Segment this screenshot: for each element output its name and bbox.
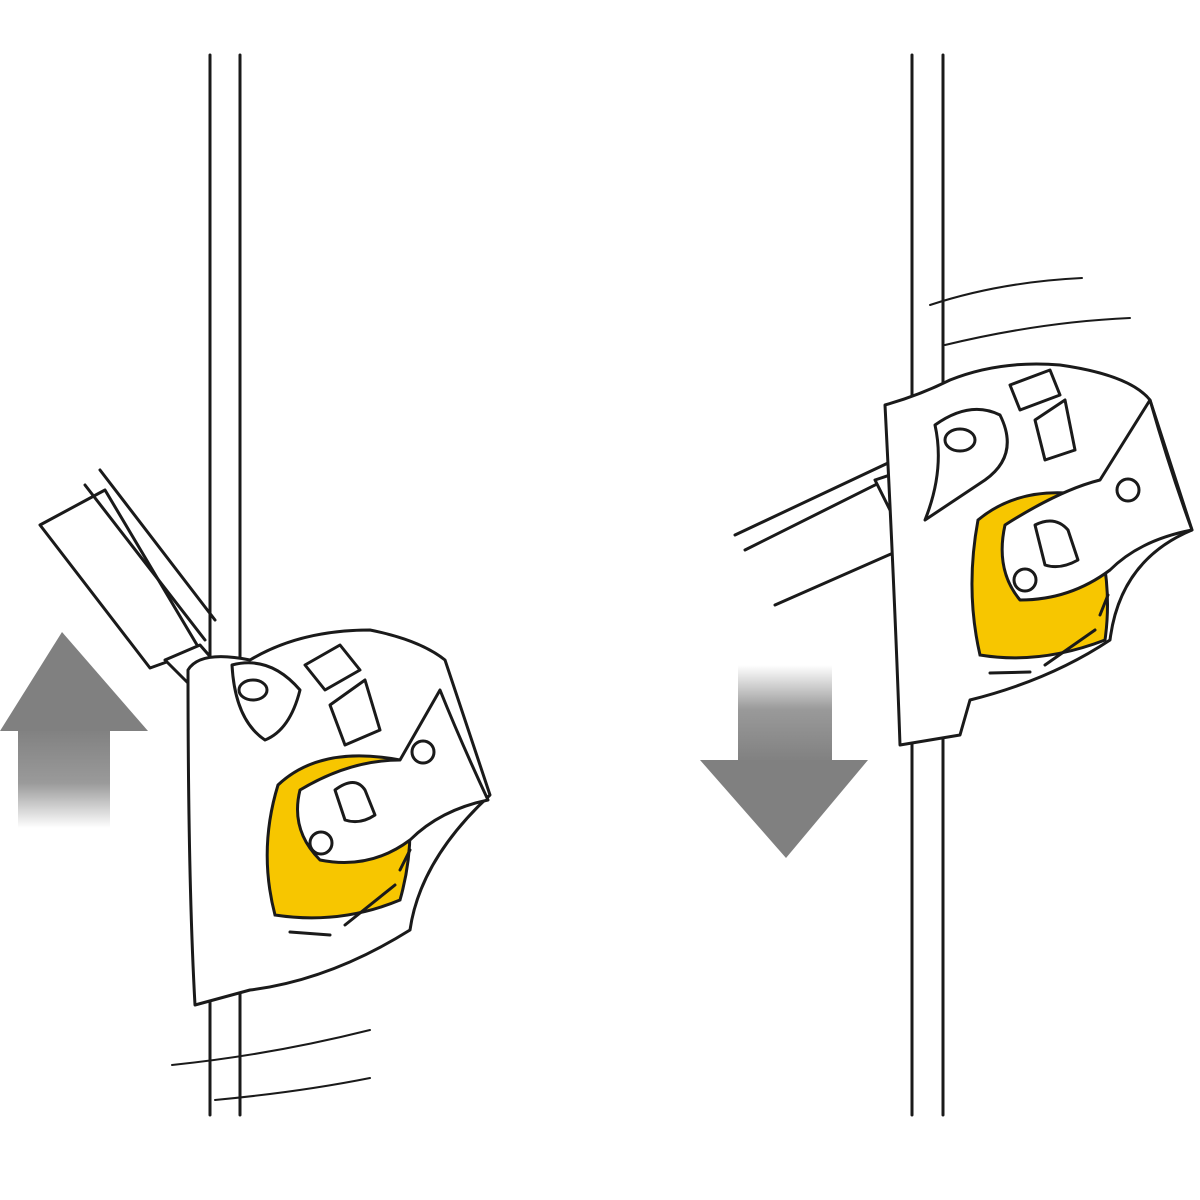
down-arrow-icon [700,665,868,858]
motion-lines [929,277,1131,346]
rope-clamp-device [186,628,492,1007]
up-arrow-icon [0,632,148,828]
rope-clamp-device [883,362,1194,747]
left-panel [0,53,492,1117]
right-panel [700,53,1194,1117]
motion-lines [171,1029,371,1101]
